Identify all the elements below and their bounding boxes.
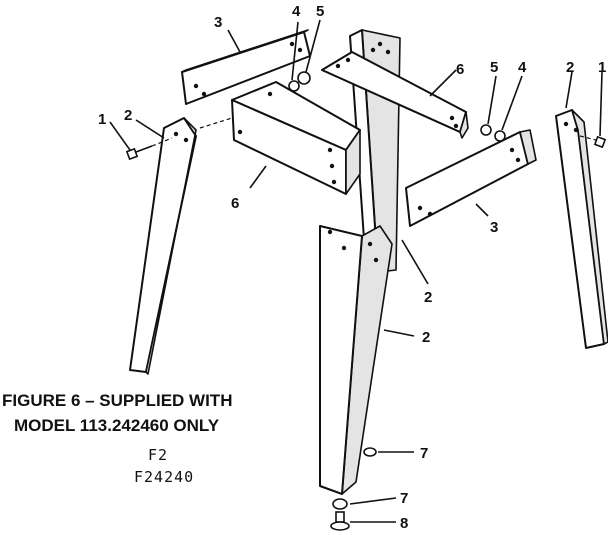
leader-lines <box>109 19 603 523</box>
callout-screw-right: 1 <box>598 59 606 76</box>
hardware-right <box>480 124 607 149</box>
callout-lockwasher-right: 4 <box>518 59 527 76</box>
callout-side-rail-right: 3 <box>490 219 498 236</box>
figure-code-line-1: F2 <box>148 446 168 464</box>
callout-leg-right: 2 <box>566 59 574 76</box>
callout-end-rail-rear: 6 <box>456 61 464 78</box>
callout-leg-left: 2 <box>124 107 132 124</box>
figure-caption-line-1: FIGURE 6 – SUPPLIED WITH <box>2 391 232 410</box>
hardware-foot <box>330 447 377 531</box>
leg-left <box>129 117 197 375</box>
side-rail-right <box>405 129 537 227</box>
leg-front <box>319 225 393 495</box>
callout-lockwasher-left: 4 <box>292 3 301 20</box>
callout-leveling-nut-lower: 7 <box>400 490 408 507</box>
hardware-left <box>125 71 311 161</box>
callout-leg-back: 2 <box>424 289 432 306</box>
leg-right <box>555 109 608 349</box>
figure-code-line-2: F24240 <box>134 468 194 486</box>
callout-nut-right: 5 <box>490 59 498 76</box>
callout-end-rail-front: 6 <box>231 195 239 212</box>
figure-caption-line-2: MODEL 113.242460 ONLY <box>14 416 220 435</box>
end-rail-rear <box>321 51 469 139</box>
callout-nut-left: 5 <box>316 3 324 20</box>
callout-leveling-nut-upper: 7 <box>420 445 428 462</box>
callout-leveling-foot: 8 <box>400 515 408 532</box>
callout-screw-left: 1 <box>98 111 106 128</box>
callout-side-rail-left: 3 <box>214 14 222 31</box>
callout-leg-front: 2 <box>422 329 430 346</box>
end-rail-front <box>231 81 361 195</box>
